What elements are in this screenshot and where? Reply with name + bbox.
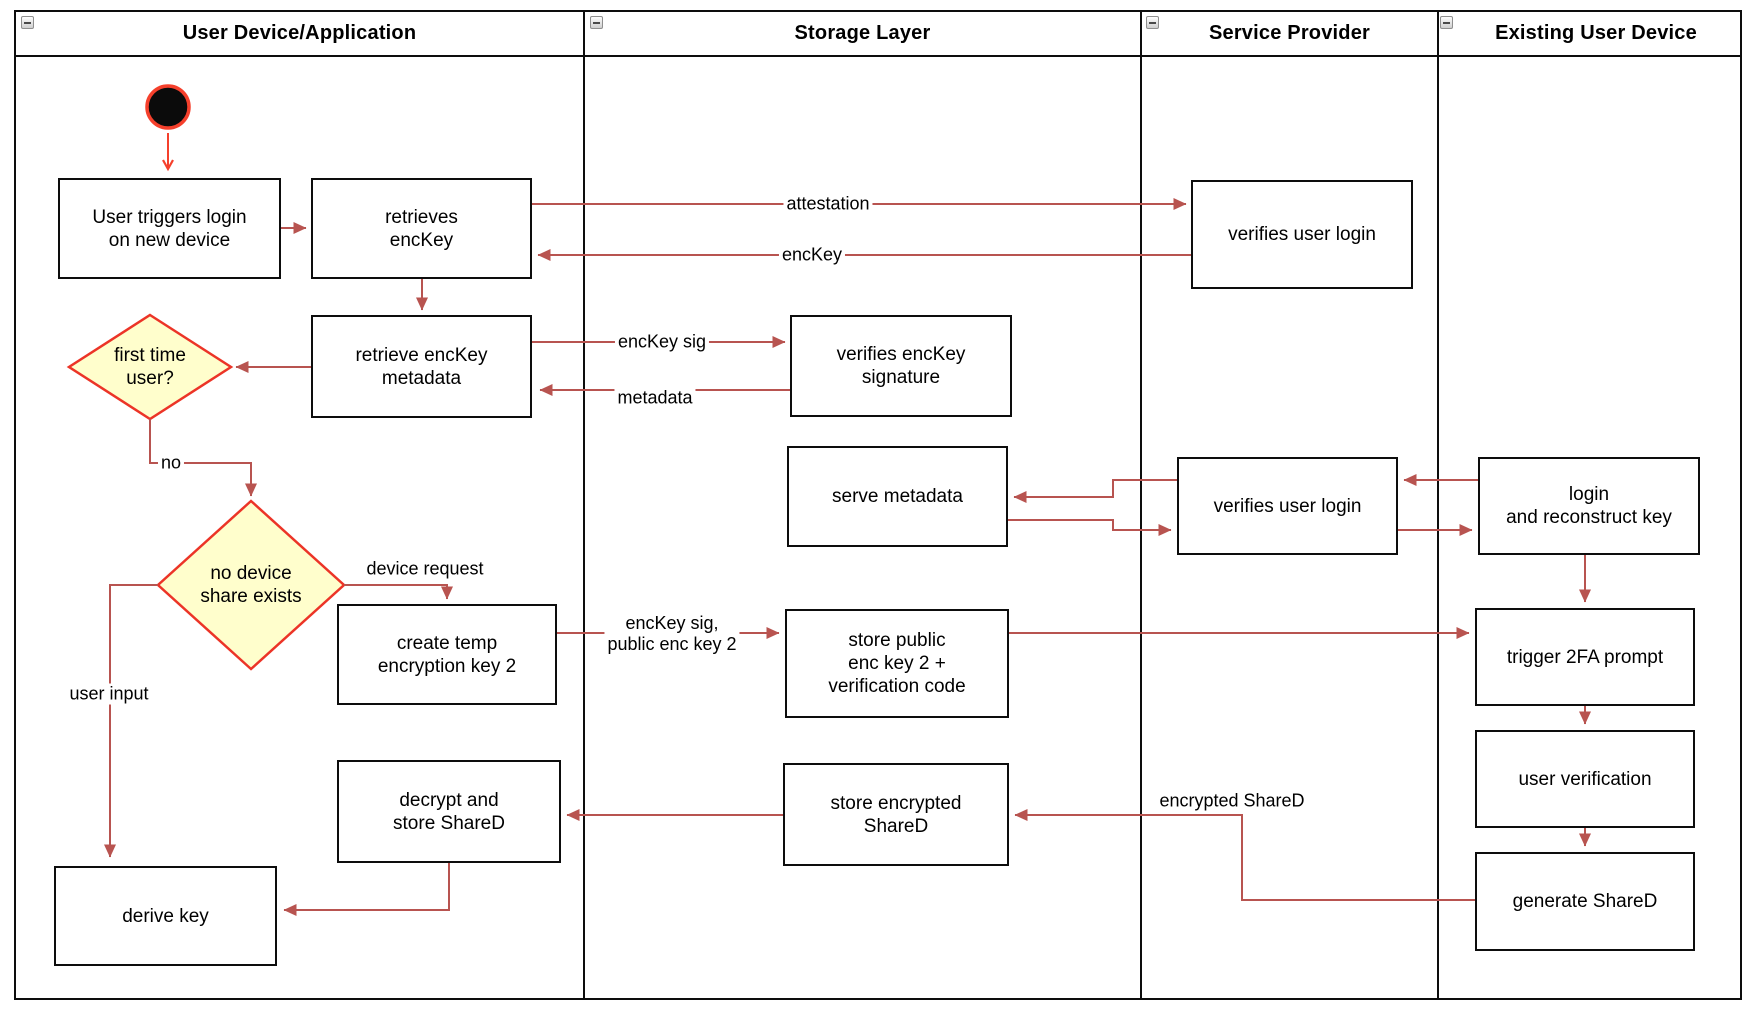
decision-no-device-share-exists[interactable]	[156, 499, 346, 671]
node-retrieves-enckey[interactable]: retrieves encKey	[311, 178, 532, 279]
node-login-and-reconstruct-key[interactable]: login and reconstruct key	[1478, 457, 1700, 555]
edge-serve-metadata-to-verifies-2	[1008, 519, 1172, 536]
collapse-lane-icon[interactable]	[590, 16, 603, 29]
decision-label-first-time-user: first time user?	[114, 345, 186, 389]
node-store-encrypted-shared[interactable]: store encrypted ShareD	[783, 763, 1009, 866]
edge-label-enckey-sig-public-enc-key-2: encKey sig, public enc key 2	[604, 613, 740, 655]
node-store-public-enc-key-2[interactable]: store public enc key 2 + verification co…	[785, 609, 1009, 718]
collapse-lane-icon[interactable]	[1146, 16, 1159, 29]
edge-no-branch	[149, 419, 257, 497]
node-generate-shared[interactable]: generate ShareD	[1475, 852, 1695, 951]
lane-header-user-device[interactable]: User Device/Application	[182, 21, 417, 44]
node-user-verification[interactable]: user verification	[1475, 730, 1695, 828]
edge-label-attestation: attestation	[783, 193, 873, 215]
edge-label-encrypted-shared: encrypted ShareD	[1156, 790, 1308, 812]
edge-encrypted-shared	[1014, 809, 1475, 901]
edge-label-metadata: metadata	[614, 387, 696, 409]
node-verifies-user-login-2[interactable]: verifies user login	[1177, 457, 1398, 555]
node-decrypt-and-store-shared[interactable]: decrypt and store ShareD	[337, 760, 561, 863]
edge-label-no: no	[157, 452, 185, 474]
node-verifies-enckey-signature[interactable]: verifies encKey signature	[790, 315, 1012, 417]
node-user-triggers-login[interactable]: User triggers login on new device	[58, 178, 281, 279]
edge-decrypt-to-derive-key	[283, 863, 450, 916]
lane-header-storage-layer[interactable]: Storage Layer	[794, 21, 931, 44]
edge-device-request	[344, 584, 453, 600]
edge-label-enckey-sig: encKey sig	[614, 331, 710, 353]
lane-header-service-provider[interactable]: Service Provider	[1208, 21, 1371, 44]
edge-user-input	[104, 584, 158, 858]
edge-label-device-request: device request	[363, 558, 487, 580]
node-create-temp-encryption-key-2[interactable]: create temp encryption key 2	[337, 604, 557, 705]
start-initial-node[interactable]	[145, 84, 191, 130]
node-serve-metadata[interactable]: serve metadata	[787, 446, 1008, 547]
edge-verifies-2-to-serve-metadata	[1013, 479, 1177, 503]
collapse-lane-icon[interactable]	[1440, 16, 1453, 29]
node-verifies-user-login-1[interactable]: verifies user login	[1191, 180, 1413, 289]
lane-header-separator	[14, 55, 1742, 57]
node-derive-key[interactable]: derive key	[54, 866, 277, 966]
collapse-lane-icon[interactable]	[21, 16, 34, 29]
lane-divider-2	[1140, 10, 1142, 1000]
edge-label-enckey: encKey	[778, 244, 846, 266]
lane-header-existing-user-device[interactable]: Existing User Device	[1495, 21, 1697, 44]
lane-divider-3	[1437, 10, 1439, 1000]
node-retrieve-enckey-metadata[interactable]: retrieve encKey metadata	[311, 315, 532, 418]
lane-divider-1	[583, 10, 585, 1000]
edge-label-user-input: user input	[66, 683, 152, 705]
decision-label-no-device-share-exists: no device share exists	[200, 563, 302, 607]
node-trigger-2fa-prompt[interactable]: trigger 2FA prompt	[1475, 608, 1695, 706]
